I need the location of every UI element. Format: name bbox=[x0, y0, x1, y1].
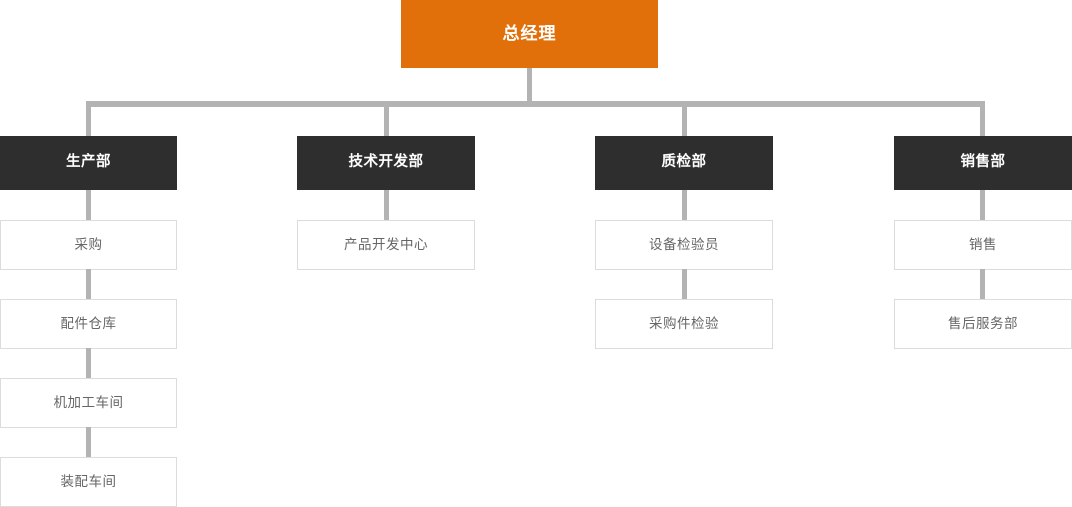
connector-bus-to-dept-4 bbox=[980, 101, 985, 137]
connector-bus-to-dept-2 bbox=[384, 101, 389, 137]
node-label: 采购 bbox=[74, 236, 103, 252]
node-label: 产品开发中心 bbox=[344, 236, 428, 252]
node-unit-1-3[interactable]: 机加工车间 bbox=[0, 378, 177, 428]
node-unit-1-1[interactable]: 采购 bbox=[0, 220, 177, 270]
connector-horizontal-bus bbox=[86, 101, 984, 107]
node-department-1[interactable]: 生产部 bbox=[0, 136, 177, 190]
node-unit-4-2[interactable]: 售后服务部 bbox=[894, 299, 1072, 349]
node-label: 装配车间 bbox=[60, 473, 117, 489]
node-general-manager[interactable]: 总经理 bbox=[401, 0, 658, 68]
node-department-3[interactable]: 质检部 bbox=[595, 136, 773, 190]
node-label: 采购件检验 bbox=[649, 315, 719, 331]
node-label: 总经理 bbox=[502, 23, 557, 43]
node-label: 技术开发部 bbox=[348, 154, 424, 171]
node-label: 售后服务部 bbox=[948, 315, 1018, 331]
connector-dept1-to-unit1 bbox=[86, 190, 91, 221]
connector-bus-to-dept-3 bbox=[682, 101, 687, 137]
node-label: 质检部 bbox=[661, 154, 707, 171]
node-department-4[interactable]: 销售部 bbox=[894, 136, 1072, 190]
connector-unit3-1-to-3-2 bbox=[682, 269, 687, 300]
node-unit-1-4[interactable]: 装配车间 bbox=[0, 457, 177, 507]
node-label: 销售部 bbox=[960, 154, 1006, 171]
node-label: 销售 bbox=[969, 236, 997, 252]
connector-unit1-3-to-1-4 bbox=[86, 427, 91, 458]
node-unit-3-1[interactable]: 设备检验员 bbox=[595, 220, 773, 270]
connector-unit4-1-to-4-2 bbox=[980, 269, 985, 300]
node-label: 生产部 bbox=[66, 154, 111, 171]
node-label: 设备检验员 bbox=[649, 236, 719, 252]
node-department-2[interactable]: 技术开发部 bbox=[297, 136, 475, 190]
connector-dept4-to-unit1 bbox=[980, 190, 985, 221]
connector-unit1-1-to-1-2 bbox=[86, 269, 91, 300]
connector-unit1-2-to-1-3 bbox=[86, 348, 91, 379]
connector-dept3-to-unit1 bbox=[682, 190, 687, 221]
connector-bus-to-dept-1 bbox=[86, 101, 91, 137]
node-unit-3-2[interactable]: 采购件检验 bbox=[595, 299, 773, 349]
node-unit-4-1[interactable]: 销售 bbox=[894, 220, 1072, 270]
node-label: 机加工车间 bbox=[53, 394, 124, 410]
connector-dept2-to-unit1 bbox=[384, 190, 389, 221]
node-label: 配件仓库 bbox=[60, 315, 117, 331]
node-unit-2-1[interactable]: 产品开发中心 bbox=[297, 220, 475, 270]
node-unit-1-2[interactable]: 配件仓库 bbox=[0, 299, 177, 349]
connector-root-stem bbox=[527, 68, 532, 106]
